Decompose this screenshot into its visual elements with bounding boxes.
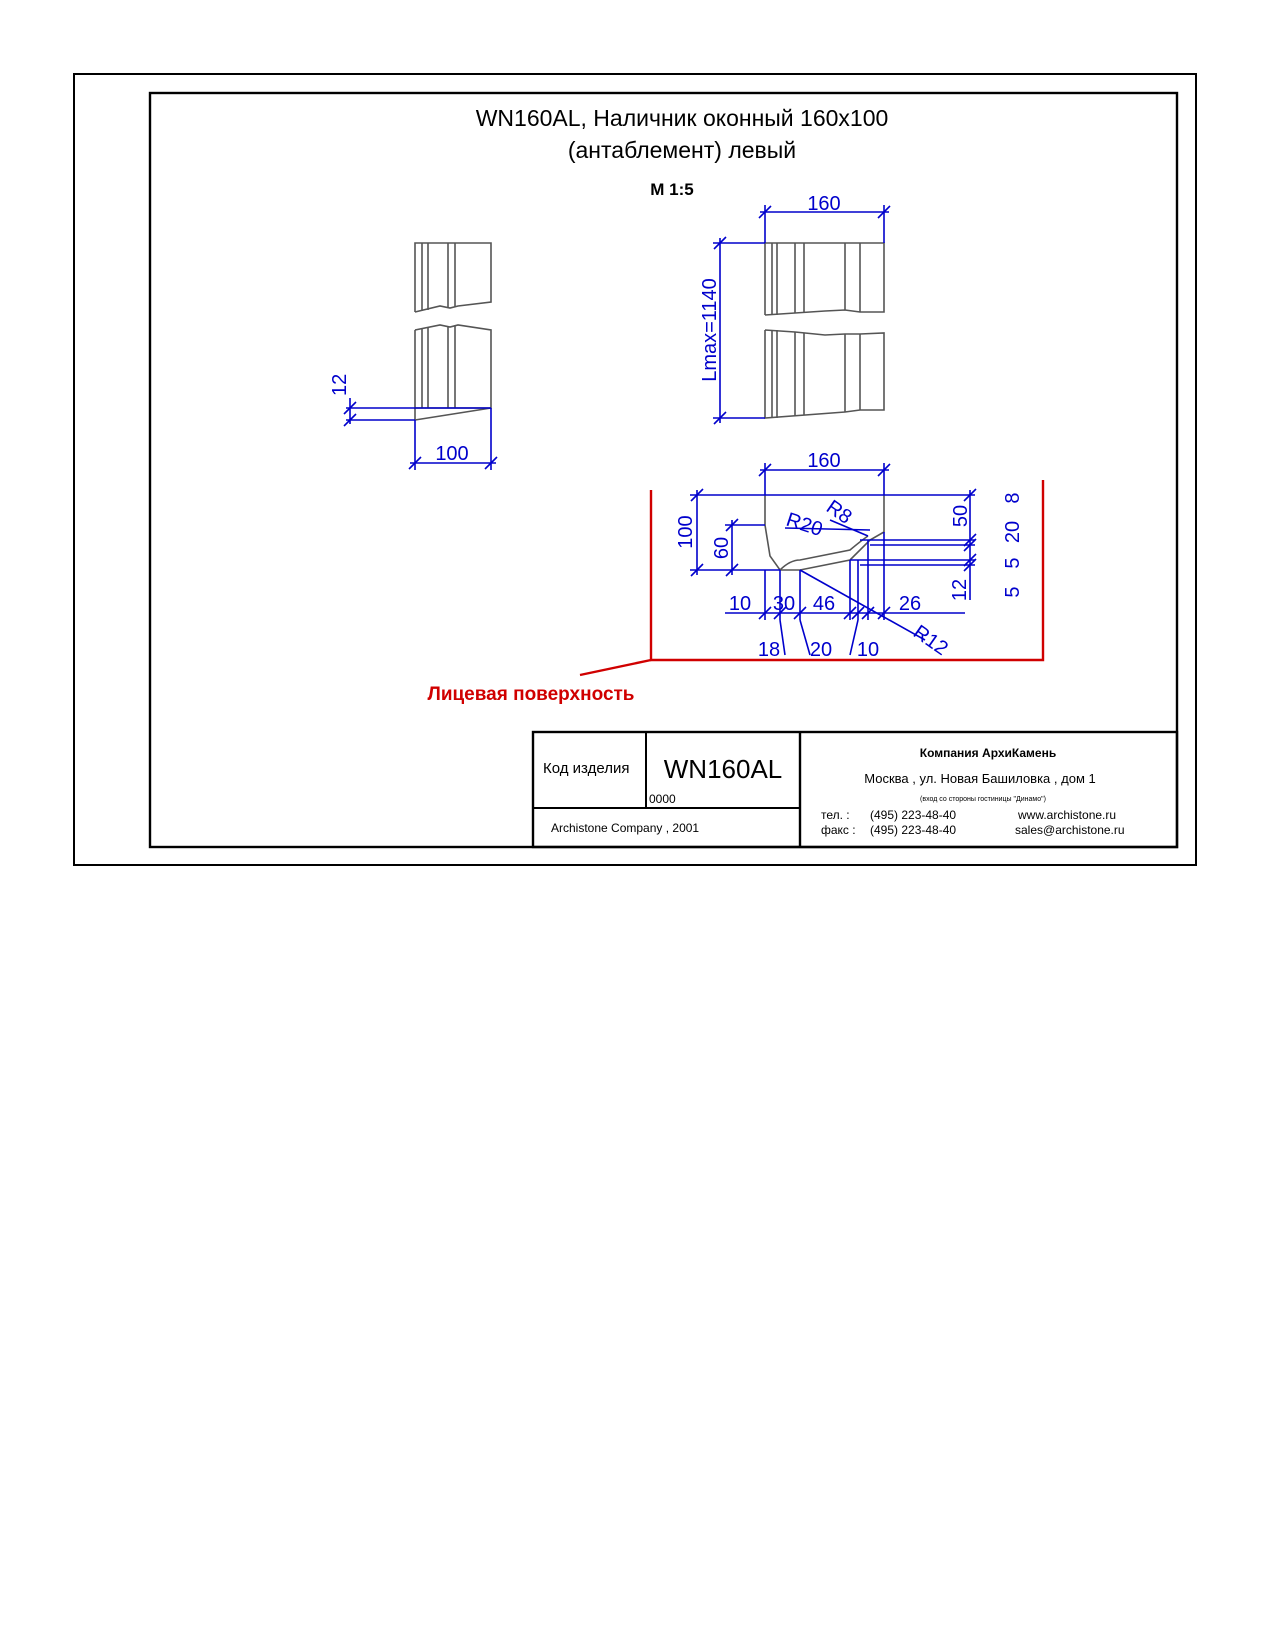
dim-section-20: 20 — [1002, 521, 1024, 543]
dim-section-50: 50 — [950, 505, 972, 527]
dim-radius-8: R8 — [822, 496, 856, 529]
product-code-value: WN160AL — [664, 754, 783, 784]
drawing-title-line2: (антаблемент) левый — [568, 137, 796, 163]
dim-section-60: 60 — [711, 537, 733, 559]
dim-section-46: 46 — [813, 593, 835, 615]
company-address: Москва , ул. Новая Башиловка , дом 1 — [864, 771, 1095, 786]
dim-section-18: 18 — [758, 639, 780, 661]
side-view-dimensions — [343, 398, 498, 470]
dim-section-height: 100 — [675, 515, 697, 548]
product-code-label: Код изделия — [543, 760, 629, 777]
company-address-note: (вход со стороны гостиницы "Динамо") — [920, 796, 1046, 803]
dim-side-height: 12 — [329, 374, 351, 396]
dim-section-10b: 10 — [857, 639, 879, 661]
face-surface-label: Лицевая поверхность — [427, 684, 634, 705]
side-view-lower — [414, 324, 492, 421]
front-view-lower — [764, 329, 885, 419]
dim-section-8: 8 — [1002, 492, 1024, 503]
dim-section-10a: 10 — [729, 593, 751, 615]
face-surface-marker — [579, 480, 1045, 677]
inner-frame — [148, 91, 1179, 849]
dim-section-width: 160 — [807, 450, 840, 472]
front-view: 160 Lmax=1140 — [699, 193, 891, 425]
fax-label: факс : — [821, 823, 856, 837]
dim-side-width: 100 — [435, 443, 468, 465]
tel-label: тел. : — [821, 808, 850, 822]
tel-value: (495) 223-48-40 — [870, 808, 956, 822]
product-code-number: 0000 — [649, 792, 676, 806]
outer-frame — [73, 73, 1197, 866]
dim-front-length: Lmax=1140 — [699, 278, 721, 382]
front-view-upper — [764, 242, 885, 316]
side-view: 12 100 — [329, 242, 498, 470]
front-view-dimensions — [713, 205, 891, 425]
dim-section-12: 12 — [949, 579, 971, 601]
side-view-upper — [414, 242, 492, 313]
dim-section-5b: 5 — [1002, 586, 1024, 597]
website-link[interactable]: www.archistone.ru — [1017, 808, 1116, 822]
dim-front-width: 160 — [807, 193, 840, 215]
dim-radius-12: R12 — [909, 621, 952, 660]
title-block: Код изделия WN160AL 0000 Archistone Comp… — [531, 730, 1179, 849]
dim-section-5a: 5 — [1002, 557, 1024, 568]
dim-section-20b: 20 — [810, 639, 832, 661]
drawing-title-line1: WN160AL, Наличник оконный 160x100 — [476, 105, 889, 131]
dim-section-26: 26 — [899, 593, 921, 615]
fax-value: (495) 223-48-40 — [870, 823, 956, 837]
section-dimensions — [690, 463, 977, 656]
copyright-text: Archistone Company , 2001 — [551, 821, 699, 835]
company-name: Компания АрхиКамень — [920, 746, 1056, 760]
dim-section-30: 30 — [773, 593, 795, 615]
section-profile — [764, 495, 885, 571]
dim-radius-20: R20 — [783, 509, 825, 541]
scale-label: M 1:5 — [650, 180, 693, 199]
email-link[interactable]: sales@archistone.ru — [1015, 823, 1125, 837]
cross-section: 160 100 60 R20 R8 R12 50 8 20 5 12 5 10 … — [427, 450, 1045, 705]
